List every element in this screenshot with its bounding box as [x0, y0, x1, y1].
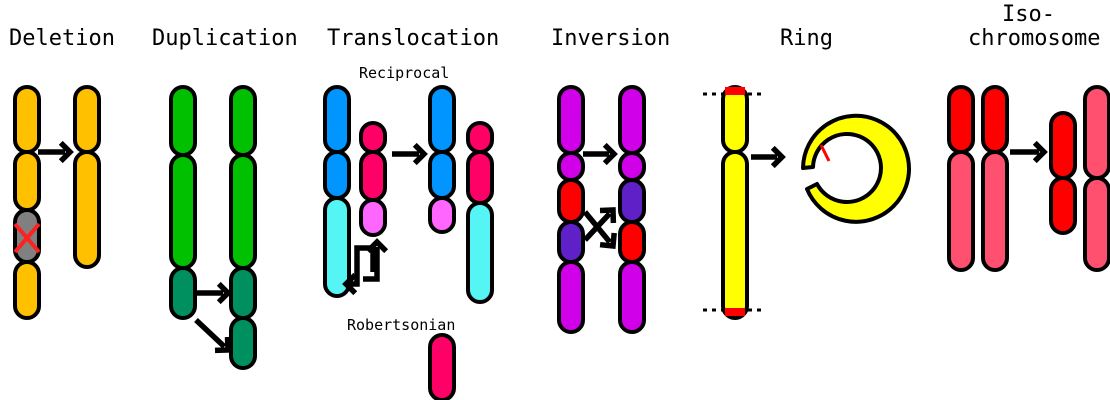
duplication-arrow-diagonal: [194, 317, 231, 354]
translocation-result-second-part-2: [466, 150, 494, 205]
isochromosome-arrow-head: [1032, 140, 1048, 164]
translocation-result-second-part-3: [466, 201, 494, 304]
inversion-original-chromosome-part-5: [557, 260, 585, 334]
ring-original-chromosome-part-1: [721, 85, 749, 154]
duplication-result-chromosome-part-3: [229, 266, 257, 320]
translocation-result-second-part-1: [466, 121, 494, 154]
duplication-arrow-top-head: [216, 281, 232, 305]
inversion-result-chromosome-part-4: [618, 220, 646, 264]
deletion-original-chromosome-part-4: [13, 260, 41, 320]
isochromosome-arrow: [1010, 140, 1048, 164]
translocation-result-first-part-1: [428, 85, 456, 154]
title-translocation: Translocation: [327, 26, 500, 51]
duplication-result-chromosome-part-4: [229, 316, 257, 370]
label-reciprocal: Reciprocal: [359, 64, 450, 82]
ring-arrow: [751, 145, 786, 169]
translocation-result-first-part-3: [428, 196, 456, 234]
duplication-original-chromosome-part-3: [169, 266, 197, 320]
inversion-original-chromosome-part-1: [557, 85, 585, 155]
inversion-cross-arrow-b-head: [599, 232, 617, 250]
inversion-cross-arrow-a-head: [599, 207, 617, 224]
inversion-original-chromosome-part-3: [557, 178, 585, 224]
inversion-result-chromosome-part-1: [618, 85, 646, 155]
translocation-arrow: [392, 142, 428, 166]
duplication-arrow-diagonal-shaft: [194, 317, 227, 349]
deletion-result-chromosome-part-2: [73, 150, 101, 269]
translocation-second-chromosome-part-3: [359, 198, 387, 237]
title-deletion: Deletion: [9, 26, 115, 51]
inversion-result-chromosome-part-2: [618, 151, 646, 182]
ring-chromosome: [801, 113, 911, 224]
title-iso-line1: Iso-: [1002, 2, 1055, 27]
deletion-arrow-head: [58, 140, 74, 164]
title-iso-line2: chromosome: [968, 26, 1101, 51]
translocation-result-first-part-2: [428, 150, 456, 200]
isochromosome-result-q-part-2: [1083, 176, 1110, 272]
isochromosome-original-right-part-1: [981, 85, 1009, 154]
deletion-arrow: [38, 140, 74, 164]
deletion-original-chromosome-part-1: [13, 85, 41, 154]
translocation-first-chromosome-part-3: [323, 196, 351, 298]
title-inversion: Inversion: [551, 26, 671, 51]
title-duplication: Duplication: [152, 26, 298, 51]
inversion-arrow: [583, 142, 618, 166]
deletion-result-chromosome-part-1: [73, 85, 101, 154]
inversion-cross-arrow-b-shaft: [582, 210, 612, 244]
deletion-cross-mark-b: [13, 222, 41, 254]
isochromosome-original-left-part-1: [947, 85, 975, 154]
ring-red-tip-top: [725, 87, 745, 95]
isochromosome-result-q-part-1: [1083, 85, 1110, 180]
duplication-result-chromosome-part-1: [229, 85, 257, 157]
ring-arrow-head: [770, 145, 786, 169]
robertsonian-chromosome-part-1: [428, 333, 456, 400]
translocation-swap-arrow-a: [342, 245, 376, 296]
isochromosome-original-right-part-2: [981, 150, 1009, 272]
duplication-arrow-diagonal-head: [214, 336, 231, 354]
ring-original-chromosome-part-2: [721, 150, 749, 320]
translocation-second-chromosome-part-1: [359, 121, 387, 154]
duplication-original-chromosome-part-2: [169, 153, 197, 270]
translocation-swap-arrow-a-shaft: [351, 245, 376, 287]
translocation-first-chromosome-part-2: [323, 150, 351, 200]
duplication-result-chromosome-part-2: [229, 153, 257, 270]
isochromosome-result-p-part-2: [1049, 176, 1077, 235]
duplication-arrow-top: [197, 281, 232, 305]
translocation-swap-arrow-b-head: [365, 238, 389, 254]
translocation-second-chromosome-part-2: [359, 150, 387, 202]
inversion-original-chromosome-part-4: [557, 220, 585, 264]
translocation-arrow-head: [412, 142, 428, 166]
inversion-result-chromosome-part-3: [618, 178, 646, 224]
duplication-original-chromosome-part-1: [169, 85, 197, 157]
isochromosome-result-p-part-1: [1049, 111, 1077, 180]
inversion-cross-arrow-b: [582, 210, 617, 250]
label-robertsonian: Robertsonian: [347, 316, 456, 334]
ring-junction-mark: [819, 144, 831, 162]
translocation-swap-arrow-a-head: [342, 272, 358, 296]
translocation-swap-arrow-b: [363, 238, 389, 282]
inversion-original-chromosome-part-2: [557, 151, 585, 182]
ring-red-tip-bottom: [725, 308, 745, 316]
inversion-result-chromosome-part-5: [618, 260, 646, 334]
isochromosome-original-left-part-2: [947, 150, 975, 272]
translocation-swap-arrow-b-shaft: [363, 247, 380, 282]
title-ring: Ring: [780, 26, 833, 51]
translocation-first-chromosome-part-1: [323, 85, 351, 154]
deletion-original-chromosome-part-2: [13, 150, 41, 212]
inversion-arrow-head: [602, 142, 618, 166]
